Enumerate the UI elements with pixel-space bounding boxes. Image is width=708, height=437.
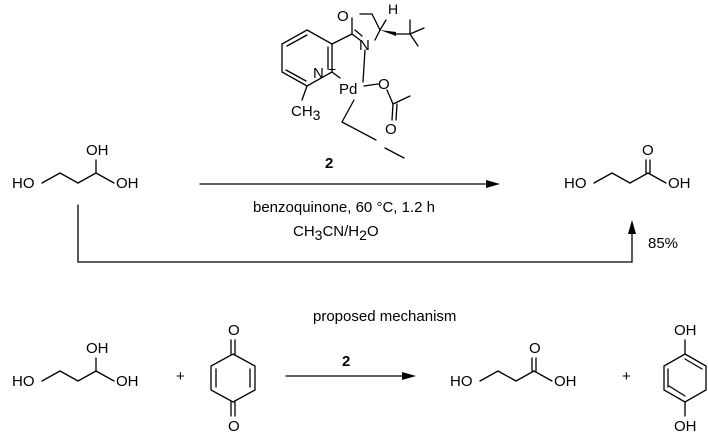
npy-pd-bond [331, 71, 341, 79]
acetate-bond [386, 89, 394, 105]
hydroquinone-ring [663, 353, 707, 403]
catalyst-charge: + [328, 61, 336, 77]
mech-product-ho-left: HO [450, 373, 473, 390]
h-bond [379, 19, 387, 31]
arrow-head [486, 180, 500, 188]
diol-bond [59, 172, 79, 184]
mech-diol-bond [77, 370, 97, 382]
mech-arrow [285, 372, 416, 380]
conditions-line1: benzoquinone, 60 °C, 1.2 h [253, 199, 435, 216]
product-ho-left: HO [564, 175, 587, 192]
catalyst-label: 2 [325, 155, 333, 172]
mech-diol-ho-left: HO [12, 373, 35, 390]
mech-diol-bond [95, 370, 115, 382]
oxazoline-imine-bond [354, 29, 363, 37]
diol-oh-right: OH [116, 175, 139, 192]
mech-product-bond [515, 370, 535, 382]
yield-arrow-head [628, 220, 636, 234]
catalyst-o-ring: O [337, 8, 349, 25]
reaction-arrow [199, 180, 500, 188]
quinone-ring [210, 353, 256, 403]
mechanism-title: proposed mechanism [313, 308, 456, 325]
pd-coordination-bond [341, 121, 377, 141]
product-bond [593, 172, 613, 184]
hydroquinone-double-bond [668, 385, 686, 397]
mech-diol-bond [41, 370, 61, 382]
diol-bond [77, 172, 97, 184]
catalyst-o-carbonyl: O [385, 121, 397, 138]
mech-diol-bond [59, 370, 79, 382]
plus-sign-2: + [622, 368, 631, 385]
catalyst-structure: O N N + Pd O O CH3 H [281, 1, 425, 159]
quinone-o-top: O [228, 322, 240, 339]
hydroquinone: OH OH [663, 322, 707, 435]
catalyst-methyl: CH3 [291, 103, 321, 123]
pd-coordination-bond [384, 147, 405, 159]
oxazoline-bond [371, 13, 381, 31]
product-bond [647, 172, 667, 184]
mech-diol-oh-top: OH [86, 340, 109, 357]
product-oh-right: OH [668, 175, 691, 192]
mech-product: O HO OH [450, 340, 577, 390]
catalyst-h: H [388, 1, 398, 17]
benzoquinone: O O [210, 322, 256, 435]
tbu-wedge [380, 30, 396, 36]
mech-product-o: O [529, 340, 541, 357]
product-hydroxyketone: O HO OH [564, 142, 691, 192]
diol-ho-left: HO [12, 175, 35, 192]
reactant-diol: OH HO OH [12, 142, 139, 192]
mech-product-bond [497, 370, 517, 382]
catalyst-n-imine: N [359, 37, 370, 54]
conditions-solvent: CH3CN/H2O [293, 223, 379, 243]
oxazoline-imine-bond [351, 33, 361, 41]
acetate-methyl-bond [392, 95, 411, 105]
mech-product-bond [533, 370, 553, 382]
n-pd-bond [362, 49, 366, 83]
mech-product-bond [479, 370, 499, 382]
catalyst-pd: Pd [339, 81, 357, 98]
tbu-bond [409, 27, 425, 35]
pyridine-double-bond [286, 34, 308, 47]
mech-arrow-head [402, 372, 416, 380]
mech-product-oh-right: OH [554, 373, 577, 390]
pd-o-bond [363, 83, 379, 87]
product-bond [611, 172, 631, 184]
catalyst-o-acetate: O [378, 76, 390, 93]
hydroquinone-oh-top: OH [674, 322, 697, 339]
pyridine-double-bond [285, 69, 307, 82]
plus-sign-1: + [176, 368, 185, 385]
diol-bond [41, 172, 61, 184]
yield-arrow [77, 204, 636, 263]
pyridine-ring [281, 29, 333, 87]
methyl-bond [301, 85, 308, 101]
mech-arrow-label: 2 [342, 353, 350, 370]
catalyst-n-pyridine: N [313, 65, 324, 82]
oxazoline-bond [374, 29, 381, 41]
product-o: O [642, 142, 654, 159]
product-bond [629, 172, 649, 184]
acetate-carbonyl-bond [391, 103, 394, 121]
quinone-o-bottom: O [228, 418, 240, 435]
hydroquinone-oh-bottom: OH [674, 418, 697, 435]
mech-diol-oh-right: OH [116, 373, 139, 390]
diol-bond [95, 172, 115, 184]
yield-arrow-path [77, 204, 633, 263]
yield-label: 85% [648, 235, 678, 252]
oxazoline-link-bond [331, 33, 353, 45]
mech-diol: OH HO OH [12, 340, 139, 390]
pd-coordination-bond [341, 99, 355, 123]
tbu-bond [409, 33, 419, 47]
acetate-carbonyl-bond [395, 103, 398, 121]
hydroquinone-double-bond [684, 358, 703, 370]
diol-oh-top: OH [86, 142, 109, 159]
